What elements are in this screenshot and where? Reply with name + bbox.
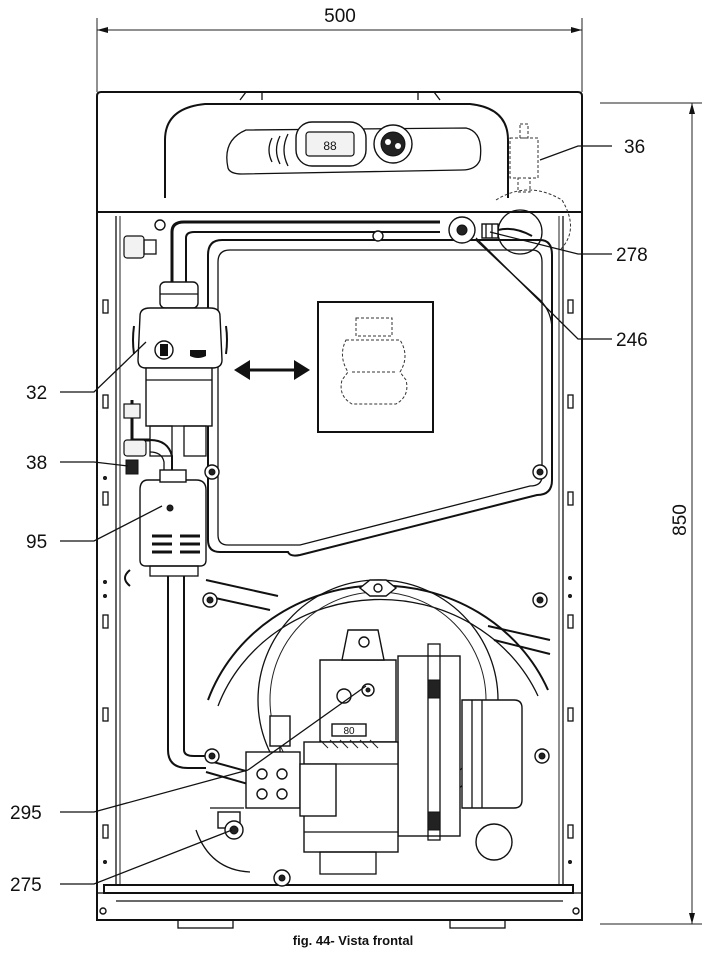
lcd-display [305, 131, 355, 157]
callout-95: 95 [26, 532, 47, 553]
width-dimension: 500 [96, 6, 583, 92]
left-piping [123, 400, 173, 475]
pump-position-inset [317, 301, 434, 433]
callout-275: 275 [10, 875, 42, 896]
figure-caption: fig. 44- Vista frontal [293, 933, 413, 948]
burner-plate-text: 80 [343, 726, 355, 737]
height-dimension: 850 [600, 102, 702, 925]
callout-278: 278 [616, 245, 648, 266]
callout-32: 32 [26, 383, 47, 404]
left-side-slots [102, 299, 109, 864]
control-panel: 88 [164, 91, 509, 198]
callout-36: 36 [624, 137, 645, 158]
callout-38: 38 [26, 453, 47, 474]
right-side-slots [567, 299, 574, 864]
move-arrow [234, 360, 310, 380]
lcd-value: 88 [323, 139, 337, 153]
callout-295: 295 [10, 803, 42, 824]
cabinet [96, 91, 583, 929]
return-pipe [167, 576, 206, 769]
callout-246: 246 [616, 330, 648, 351]
callout-leaders [60, 145, 612, 885]
safety-valve-group [448, 123, 571, 331]
height-label: 850 [670, 504, 691, 536]
burner-control-box [124, 469, 207, 587]
burner-assembly: 80 [202, 579, 551, 887]
heat-exchanger [123, 219, 553, 557]
drain-valve [195, 807, 251, 873]
circulation-pump [132, 281, 228, 457]
width-label: 500 [324, 6, 356, 27]
